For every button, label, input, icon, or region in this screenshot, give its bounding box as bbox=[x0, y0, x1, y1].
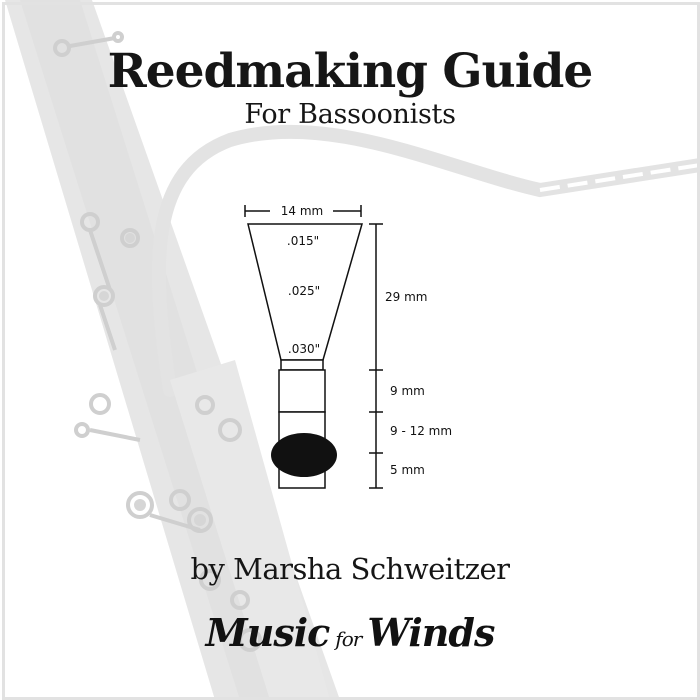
author-line: by Marsha Schweitzer bbox=[190, 552, 510, 586]
width-label: 14 mm bbox=[281, 204, 323, 218]
length-label-butt: 5 mm bbox=[390, 463, 425, 477]
length-label-wrap: 9 - 12 mm bbox=[390, 424, 452, 438]
thickness-label-tip: .015" bbox=[287, 234, 319, 248]
thickness-label-middle: .025" bbox=[288, 284, 320, 298]
thickness-label-back: .030" bbox=[288, 342, 320, 356]
page-subtitle: For Bassoonists bbox=[244, 99, 456, 130]
length-label-collar: 9 mm bbox=[390, 384, 425, 398]
brand-winds: Winds bbox=[367, 610, 495, 655]
length-dimension bbox=[369, 223, 383, 489]
turban-wrap bbox=[271, 433, 337, 477]
width-dimension bbox=[244, 205, 362, 217]
page-title: Reedmaking Guide bbox=[107, 44, 594, 99]
brand-for: for bbox=[335, 627, 362, 651]
brand-music: Music bbox=[205, 610, 331, 655]
length-label-blade: 29 mm bbox=[385, 290, 427, 304]
